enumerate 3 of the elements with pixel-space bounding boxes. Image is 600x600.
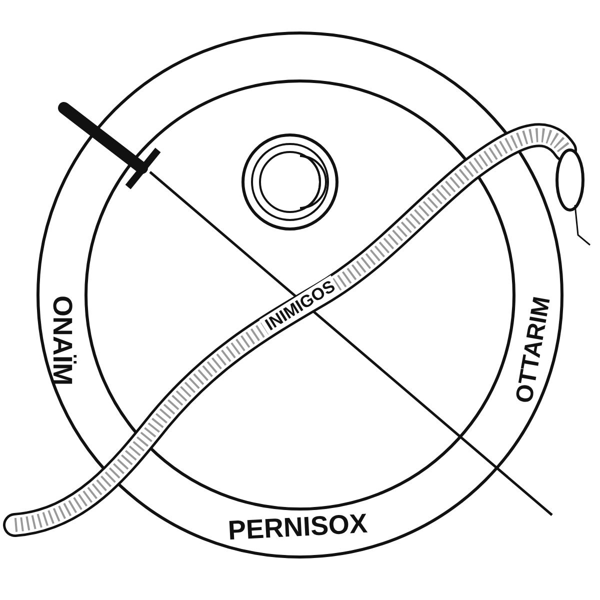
seal-word: PERNISOX xyxy=(227,510,368,544)
seal-word: ONAÏM xyxy=(48,295,76,385)
seal-word: OTTARIM xyxy=(512,294,555,406)
